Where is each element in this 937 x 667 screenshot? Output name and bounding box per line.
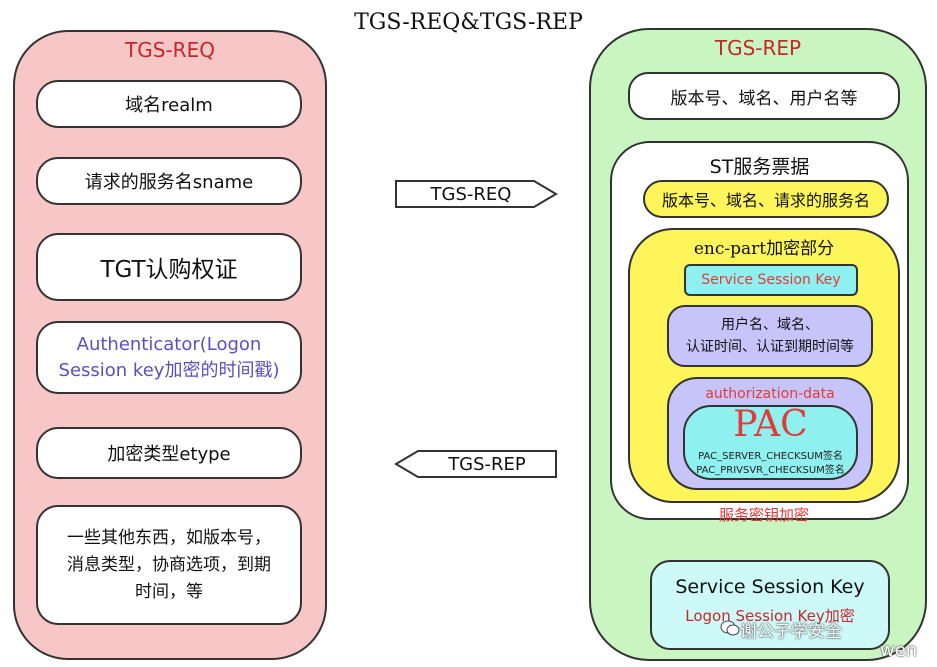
session-key-box-subtitle: Logon Session Key加密 xyxy=(685,607,855,625)
other-line-1: 一些其他东西，如版本号， xyxy=(67,527,271,548)
service-session-key-box: Service Session Key xyxy=(684,264,858,296)
version-label: 版本号、域名、用户名等 xyxy=(670,88,858,109)
pac-label: PAC xyxy=(733,404,808,445)
etype-box: 加密类型etype xyxy=(36,427,302,479)
realm-label: 域名realm xyxy=(125,95,213,116)
authenticator-line-2: Session key加密的时间戳) xyxy=(58,359,280,381)
session-key-box-title: Service Session Key xyxy=(675,576,865,598)
ticket-header-box: 版本号、域名、请求的服务名 xyxy=(643,180,889,218)
tgs-rep-panel-title: TGS-REP xyxy=(714,36,802,60)
enc-part-title: enc-part加密部分 xyxy=(693,239,835,259)
tgt-box: TGT认购权证 xyxy=(36,233,302,301)
wechat-icon xyxy=(720,620,740,636)
authenticator-line-1: Authenticator(Logon xyxy=(76,333,262,355)
other-line-3: 时间，等 xyxy=(135,581,203,602)
tgs-req-arrow xyxy=(395,180,558,208)
authenticator-box: Authenticator(Logon Session key加密的时间戳) xyxy=(36,321,302,394)
tgs-rep-arrow-label: TGS-REP xyxy=(448,453,526,475)
service-session-key-label: Service Session Key xyxy=(701,272,841,288)
diagram-title: TGS-REQ&TGS-REP xyxy=(354,10,583,35)
watermark-account: 谢公子学安全 xyxy=(740,622,842,642)
pac-privsvr-checksum: PAC_PRIVSVR_CHECKSUM签名 xyxy=(696,465,845,476)
ticket-header-label: 版本号、域名、请求的服务名 xyxy=(661,191,870,210)
sname-label: 请求的服务名sname xyxy=(84,172,254,193)
etype-label: 加密类型etype xyxy=(107,444,231,465)
tgs-req-arrow-label: TGS-REQ xyxy=(430,183,512,205)
realm-box: 域名realm xyxy=(36,80,302,128)
version-box: 版本号、域名、用户名等 xyxy=(628,72,900,120)
service-key-encryption-note: 服务密钥加密 xyxy=(718,506,809,524)
tgs-req-panel-title: TGS-REQ xyxy=(125,38,215,62)
tgs-rep-arrow xyxy=(394,450,557,478)
watermark-suffix: wen xyxy=(880,640,918,661)
user-info-line-1: 用户名、域名、 xyxy=(721,317,819,333)
user-info-line-2: 认证时间、认证到期时间等 xyxy=(686,339,854,355)
sname-box: 请求的服务名sname xyxy=(36,157,302,205)
user-info-box: 用户名、域名、 认证时间、认证到期时间等 xyxy=(667,305,873,367)
pac-box xyxy=(683,405,858,480)
other-line-2: 消息类型，协商选项，到期 xyxy=(67,554,271,575)
pac-server-checksum: PAC_SERVER_CHECKSUM签名 xyxy=(698,451,843,462)
service-ticket-title: ST服务票据 xyxy=(709,156,810,178)
other-fields-box: 一些其他东西，如版本号， 消息类型，协商选项，到期 时间，等 xyxy=(36,505,302,625)
tgt-label: TGT认购权证 xyxy=(100,257,238,283)
authorization-data-title: authorization-data xyxy=(705,386,835,402)
session-key-box xyxy=(650,560,890,650)
